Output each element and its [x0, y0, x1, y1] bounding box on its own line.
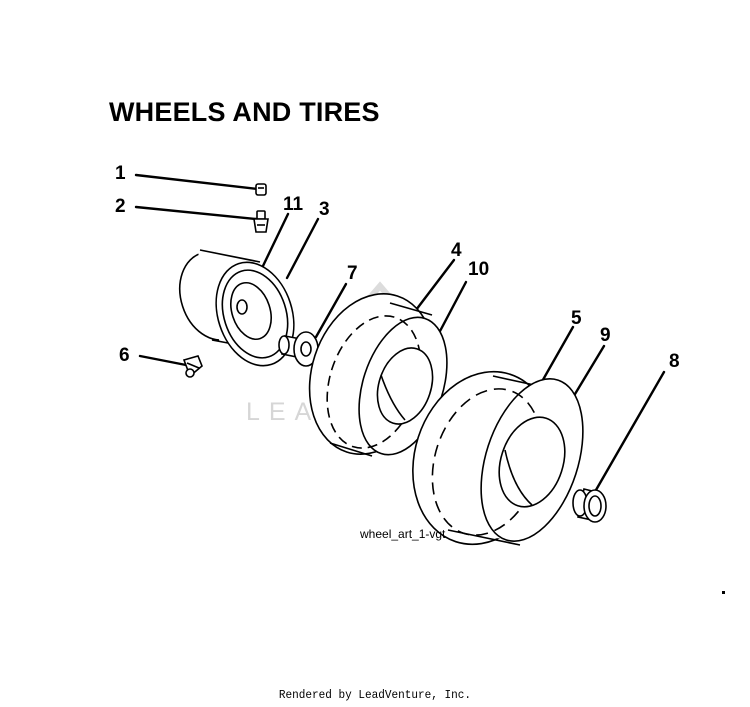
callout-1: 1	[115, 163, 126, 184]
rear-tire	[412, 370, 584, 546]
valve-cap	[255, 183, 267, 196]
stray-dot	[722, 591, 725, 594]
valve-stem	[253, 210, 269, 233]
callout-10: 10	[468, 259, 490, 280]
callout-2: 2	[115, 196, 126, 217]
spacer	[572, 488, 607, 523]
footer-credit: Rendered by LeadVenture, Inc.	[278, 688, 472, 702]
callout-3: 3	[319, 199, 330, 220]
leader-lines	[134, 173, 666, 492]
callout-4: 4	[451, 240, 462, 261]
callout-8: 8	[669, 351, 680, 372]
callout-7: 7	[347, 263, 358, 284]
page-title: WHEELS AND TIRES	[109, 97, 380, 127]
flange-bushing	[278, 331, 319, 367]
callout-9: 9	[600, 325, 611, 346]
callout-6: 6	[119, 345, 130, 366]
callout-5: 5	[571, 308, 582, 329]
art-id-label: wheel_art_1-vgt	[360, 527, 446, 541]
grease-fitting	[182, 355, 203, 378]
callout-11: 11	[283, 194, 304, 215]
wheel-rim	[179, 248, 295, 367]
